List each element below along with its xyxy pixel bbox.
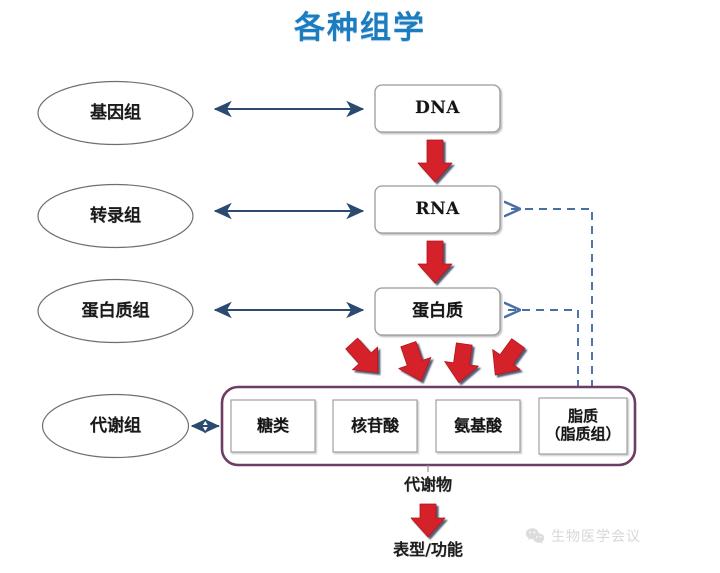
feedback-metabolites-to-rna — [506, 209, 593, 388]
chip-label-aminoacids: 氨基酸 — [453, 416, 502, 436]
box-label-protein: 蛋白质 — [412, 300, 463, 321]
chip-label-nucleotides: 核苷酸 — [350, 416, 399, 436]
watermark: 生物医学会议 — [525, 521, 710, 551]
chip-label-lipids: 脂质 （脂质组） — [539, 398, 627, 454]
phenotype-label: 表型/功能 — [393, 540, 463, 560]
box-rna — [374, 185, 501, 234]
red-arrow-to-sugars — [345, 337, 379, 373]
red-arrow-rna-to-protein — [417, 240, 453, 284]
chip-label-lipids-line1: 脂质 — [567, 407, 598, 426]
ellipse-label-genome: 基因组 — [90, 102, 141, 123]
box-label-rna: RNA — [415, 198, 460, 219]
chip-box-sugars — [230, 399, 316, 453]
wechat-icon — [525, 528, 545, 544]
red-arrow-to-aminoacids — [444, 342, 479, 384]
ellipse-proteome — [37, 278, 194, 344]
chip-box-nucleotides — [332, 399, 418, 453]
ellipse-label-proteome: 蛋白质组 — [81, 300, 150, 321]
chip-box-lipids — [538, 397, 628, 455]
feedback-metabolites-to-protein — [506, 310, 579, 388]
red-arrow-dna-to-rna — [417, 139, 453, 183]
red-arrow-to-phenotype — [410, 503, 446, 538]
red-arrow-to-nucleotides — [398, 341, 432, 382]
chip-box-aminoacids — [435, 399, 521, 453]
box-label-dna: DNA — [415, 97, 460, 118]
box-protein — [374, 287, 501, 336]
chip-label-lipids-line2: （脂质组） — [545, 425, 621, 443]
ellipse-label-metabolome: 代谢组 — [90, 415, 141, 436]
ellipse-transcriptome — [37, 183, 194, 249]
chip-label-sugars: 糖类 — [256, 416, 289, 436]
metabolites-label: 代谢物 — [403, 475, 452, 495]
ellipse-label-transcriptome: 转录组 — [90, 205, 141, 226]
ellipse-genome — [37, 80, 194, 146]
box-dna — [374, 84, 501, 133]
ellipse-metabolome — [41, 393, 190, 459]
watermark-text: 生物医学会议 — [551, 529, 641, 545]
page-title: 各种组学 — [294, 9, 426, 46]
red-arrow-to-lipids — [492, 338, 526, 376]
